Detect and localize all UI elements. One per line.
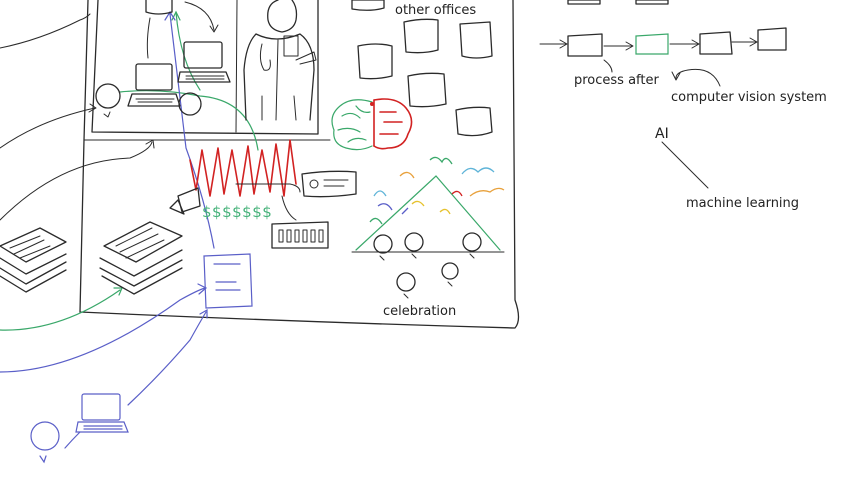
label-computer-vision-system: computer vision system xyxy=(671,90,827,105)
sticky-note-icon xyxy=(351,0,385,11)
signal-waveform-icon xyxy=(189,139,297,197)
person-icon xyxy=(178,92,202,116)
label-ai: AI xyxy=(655,126,669,142)
blue-flow-arrow-2 xyxy=(127,308,208,406)
incoming-arrow-3 xyxy=(0,139,155,221)
sticky-note-icon xyxy=(455,106,493,137)
curved-arrow-left xyxy=(146,17,151,59)
curved-arrow-top xyxy=(184,1,219,33)
money-symbols: $$$$$$$ xyxy=(202,203,273,221)
green-flow-arrow-bottom xyxy=(0,287,123,331)
report-document-icon xyxy=(203,253,253,309)
laptop-icon xyxy=(75,393,129,433)
document-stack-icon xyxy=(0,227,67,293)
office-building-outline xyxy=(79,0,520,329)
person-icon xyxy=(30,421,60,464)
person-icon xyxy=(441,262,459,287)
wall-divider-line xyxy=(235,0,238,133)
doctor-icon xyxy=(243,0,317,121)
green-flow-arrow-up xyxy=(119,10,259,151)
label-other-offices: other offices xyxy=(395,3,477,18)
process-flow xyxy=(539,0,787,189)
sticky-note-icon xyxy=(407,72,447,108)
laptop-icon xyxy=(127,63,181,107)
inner-room-outline xyxy=(91,0,319,135)
id-card-icon xyxy=(301,170,357,198)
camera-icon xyxy=(169,187,201,215)
sticky-note-icon xyxy=(459,21,493,59)
person-icon xyxy=(396,272,416,299)
person-icon xyxy=(373,234,393,261)
incoming-arrow-1 xyxy=(0,13,91,49)
pyramid-icon xyxy=(351,175,505,253)
document-stack-icon xyxy=(99,221,183,295)
sticky-note-icon xyxy=(403,18,439,54)
person-icon xyxy=(95,83,121,118)
incoming-arrow-2 xyxy=(0,103,97,149)
blue-flow-arrow-3 xyxy=(64,431,81,449)
person-icon xyxy=(145,0,173,15)
blue-flow-arrow-1 xyxy=(0,283,208,373)
person-icon xyxy=(462,232,482,259)
circuit-board-icon xyxy=(271,221,329,249)
laptop-icon xyxy=(177,41,231,83)
green-flow-line xyxy=(175,11,201,91)
label-process-after: process after xyxy=(574,73,659,88)
connector-wire xyxy=(281,195,297,221)
label-machine-learning: machine learning xyxy=(686,196,800,211)
confetti xyxy=(369,156,505,225)
brain-icon xyxy=(331,98,413,151)
connector-wire xyxy=(235,183,301,193)
person-icon xyxy=(404,232,424,259)
label-celebration: celebration xyxy=(383,304,457,319)
sticky-note-icon xyxy=(357,43,393,80)
